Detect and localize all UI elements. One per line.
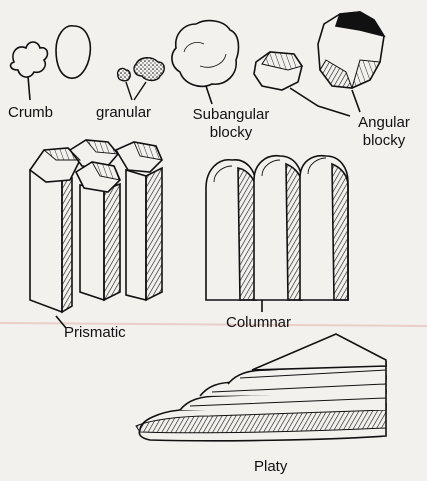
label-granular: granular xyxy=(96,104,151,122)
granular-illustration xyxy=(118,58,165,100)
label-angular-blocky: Angular blocky xyxy=(344,114,424,150)
label-angular-line1: Angular xyxy=(344,114,424,132)
columnar-illustration xyxy=(206,156,348,312)
prismatic-illustration xyxy=(30,140,162,328)
label-angular-line2: blocky xyxy=(344,132,424,150)
label-subangular-line1: Subangular xyxy=(186,106,276,124)
label-subangular-line2: blocky xyxy=(186,124,276,142)
platy-illustration xyxy=(136,334,386,441)
angular-blocky-illustration xyxy=(254,12,384,116)
label-columnar: Columnar xyxy=(226,314,291,332)
crumb-illustration xyxy=(11,26,91,100)
subangular-blocky-illustration xyxy=(172,21,239,104)
label-platy: Platy xyxy=(254,458,287,476)
label-crumb: Crumb xyxy=(8,104,53,122)
label-subangular-blocky: Subangular blocky xyxy=(186,106,276,142)
label-prismatic: Prismatic xyxy=(64,324,126,342)
